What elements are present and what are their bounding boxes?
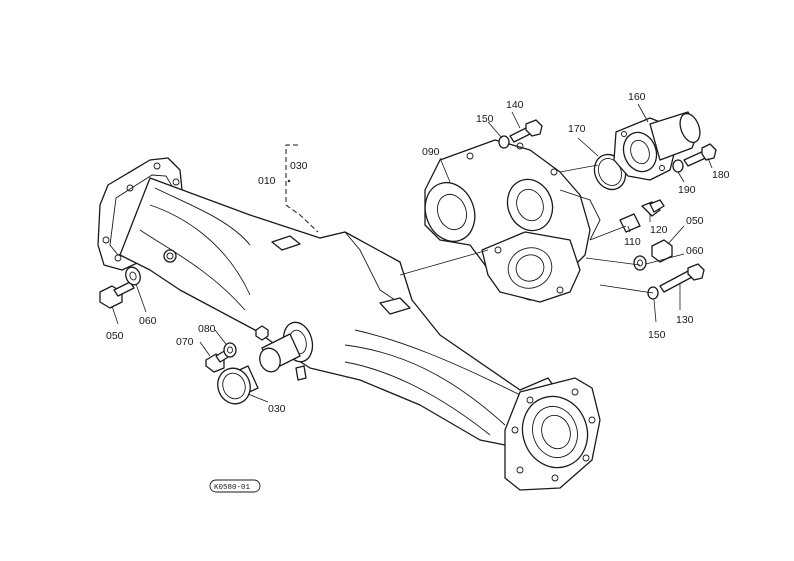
label-050-right: 050 xyxy=(686,215,704,227)
bolt-050-left xyxy=(99,281,135,309)
label-150-bottom: 150 xyxy=(648,329,666,341)
label-010: 010 xyxy=(258,175,276,187)
bushing-stub xyxy=(259,333,301,373)
label-060-left: 060 xyxy=(139,315,157,327)
washer-080 xyxy=(223,342,237,358)
bolt-180 xyxy=(683,143,717,167)
label-050-left: 050 xyxy=(106,330,124,342)
label-120: 120 xyxy=(650,224,668,236)
gear-case xyxy=(424,139,601,303)
drawing-reference-badge: K0580-01 xyxy=(209,479,261,493)
nut-small xyxy=(255,325,269,341)
washer-190 xyxy=(672,159,684,173)
cover-160 xyxy=(613,111,701,181)
label-070: 070 xyxy=(176,336,194,348)
washer-060-right xyxy=(633,255,647,271)
label-170: 170 xyxy=(568,123,586,135)
bolt-130 xyxy=(659,263,705,293)
label-030-top: 030 xyxy=(290,160,308,172)
axle-case xyxy=(97,157,601,491)
drawing-reference-text: K0580-01 xyxy=(214,484,251,492)
bolt-140 xyxy=(509,119,543,143)
label-180: 180 xyxy=(712,169,730,181)
label-160: 160 xyxy=(628,91,646,103)
label-150-top: 150 xyxy=(476,113,494,125)
label-090: 090 xyxy=(422,146,440,158)
bushing-030 xyxy=(217,365,259,405)
label-130: 130 xyxy=(676,314,694,326)
label-110: 110 xyxy=(624,236,641,248)
label-030-bottom: 030 xyxy=(268,403,286,415)
plug-050-right xyxy=(651,239,673,263)
label-080: 080 xyxy=(198,323,216,335)
label-140: 140 xyxy=(506,99,524,111)
bolt-120 xyxy=(641,199,665,217)
label-060-right: 060 xyxy=(686,245,704,257)
washer-150-top xyxy=(498,135,510,149)
label-190: 190 xyxy=(678,184,696,196)
pin-110 xyxy=(619,213,641,233)
